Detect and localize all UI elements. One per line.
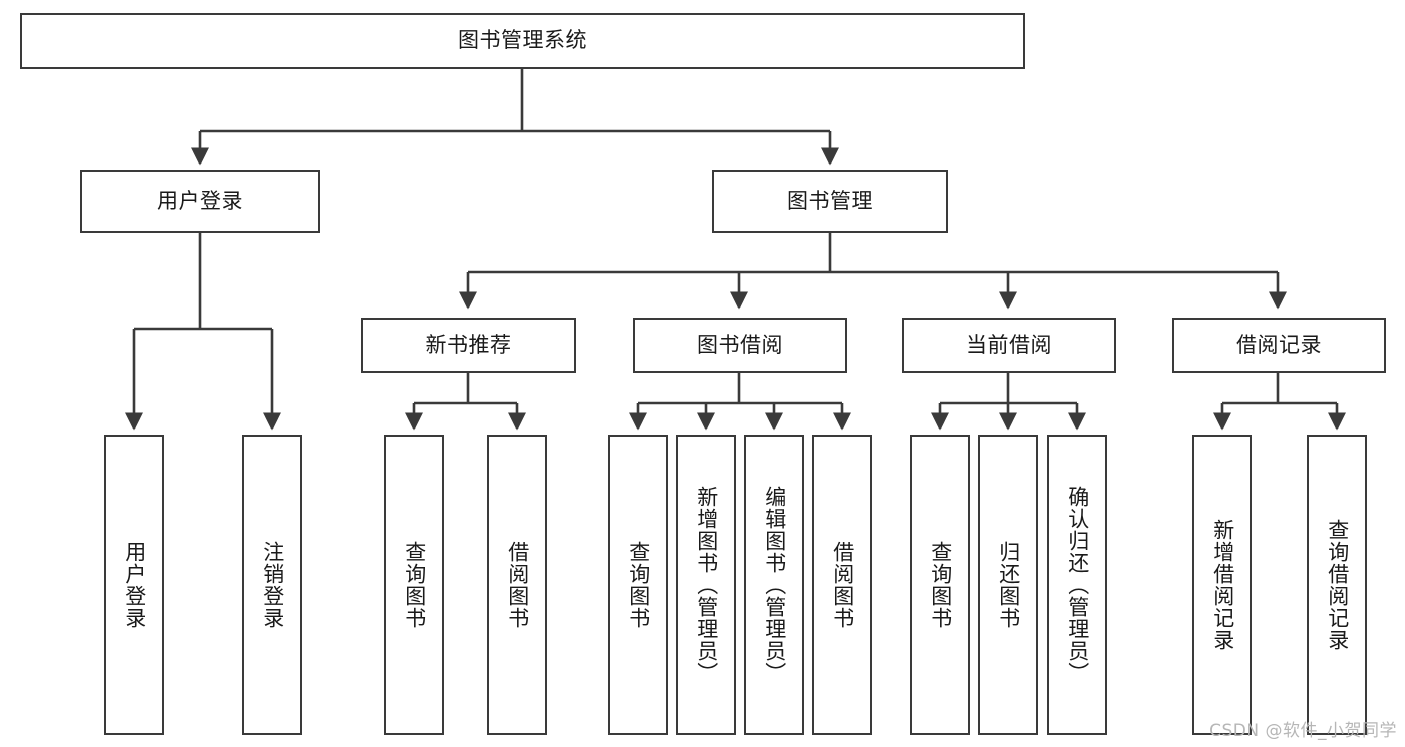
node-root[interactable]: 图书管理系统 [20, 13, 1025, 69]
node-leaf-add-record[interactable]: 新增借阅记录 [1192, 435, 1252, 735]
node-leaf-edit-book[interactable]: 编辑图书（管理员） [744, 435, 804, 735]
node-leaf-confirm-return[interactable]: 确认归还（管理员） [1047, 435, 1107, 735]
watermark-text: CSDN @软件_小贺同学 [1209, 721, 1397, 741]
node-leaf-confirm-return-label: 确认归还（管理员） [1065, 486, 1090, 684]
node-borrow-record[interactable]: 借阅记录 [1172, 318, 1386, 373]
node-leaf-borrow-book-1[interactable]: 借阅图书 [487, 435, 547, 735]
node-new-book-recommend[interactable]: 新书推荐 [361, 318, 576, 373]
node-current-borrow[interactable]: 当前借阅 [902, 318, 1116, 373]
node-leaf-borrow-book-2[interactable]: 借阅图书 [812, 435, 872, 735]
node-leaf-query-book-1-label: 查询图书 [402, 541, 427, 629]
node-borrow-record-label: 借阅记录 [1236, 332, 1322, 357]
node-leaf-add-book-label: 新增图书（管理员） [694, 486, 719, 684]
node-leaf-borrow-book-1-label: 借阅图书 [505, 541, 530, 629]
node-leaf-query-book-3-label: 查询图书 [928, 541, 953, 629]
node-leaf-query-book-3[interactable]: 查询图书 [910, 435, 970, 735]
node-leaf-query-record[interactable]: 查询借阅记录 [1307, 435, 1367, 735]
node-book-manage-label: 图书管理 [787, 188, 873, 213]
node-leaf-borrow-book-2-label: 借阅图书 [830, 541, 855, 629]
node-leaf-query-book-2-label: 查询图书 [626, 541, 651, 629]
node-user-login[interactable]: 用户登录 [80, 170, 320, 233]
node-leaf-add-book[interactable]: 新增图书（管理员） [676, 435, 736, 735]
node-leaf-user-login-label: 用户登录 [122, 541, 147, 629]
node-book-borrow[interactable]: 图书借阅 [633, 318, 847, 373]
node-user-login-label: 用户登录 [157, 188, 243, 213]
node-new-book-recommend-label: 新书推荐 [425, 332, 512, 357]
node-leaf-query-book-2[interactable]: 查询图书 [608, 435, 668, 735]
node-leaf-return-book[interactable]: 归还图书 [978, 435, 1038, 735]
node-root-label: 图书管理系统 [458, 28, 587, 53]
node-leaf-user-login[interactable]: 用户登录 [104, 435, 164, 735]
node-leaf-query-book-1[interactable]: 查询图书 [384, 435, 444, 735]
node-leaf-user-logout[interactable]: 注销登录 [242, 435, 302, 735]
node-leaf-return-book-label: 归还图书 [996, 541, 1021, 629]
node-leaf-edit-book-label: 编辑图书（管理员） [762, 486, 787, 684]
node-leaf-add-record-label: 新增借阅记录 [1210, 519, 1235, 651]
node-leaf-query-record-label: 查询借阅记录 [1325, 519, 1350, 651]
node-book-borrow-label: 图书借阅 [697, 332, 783, 357]
node-leaf-user-logout-label: 注销登录 [260, 541, 285, 629]
node-book-manage[interactable]: 图书管理 [712, 170, 948, 233]
node-current-borrow-label: 当前借阅 [966, 332, 1052, 357]
